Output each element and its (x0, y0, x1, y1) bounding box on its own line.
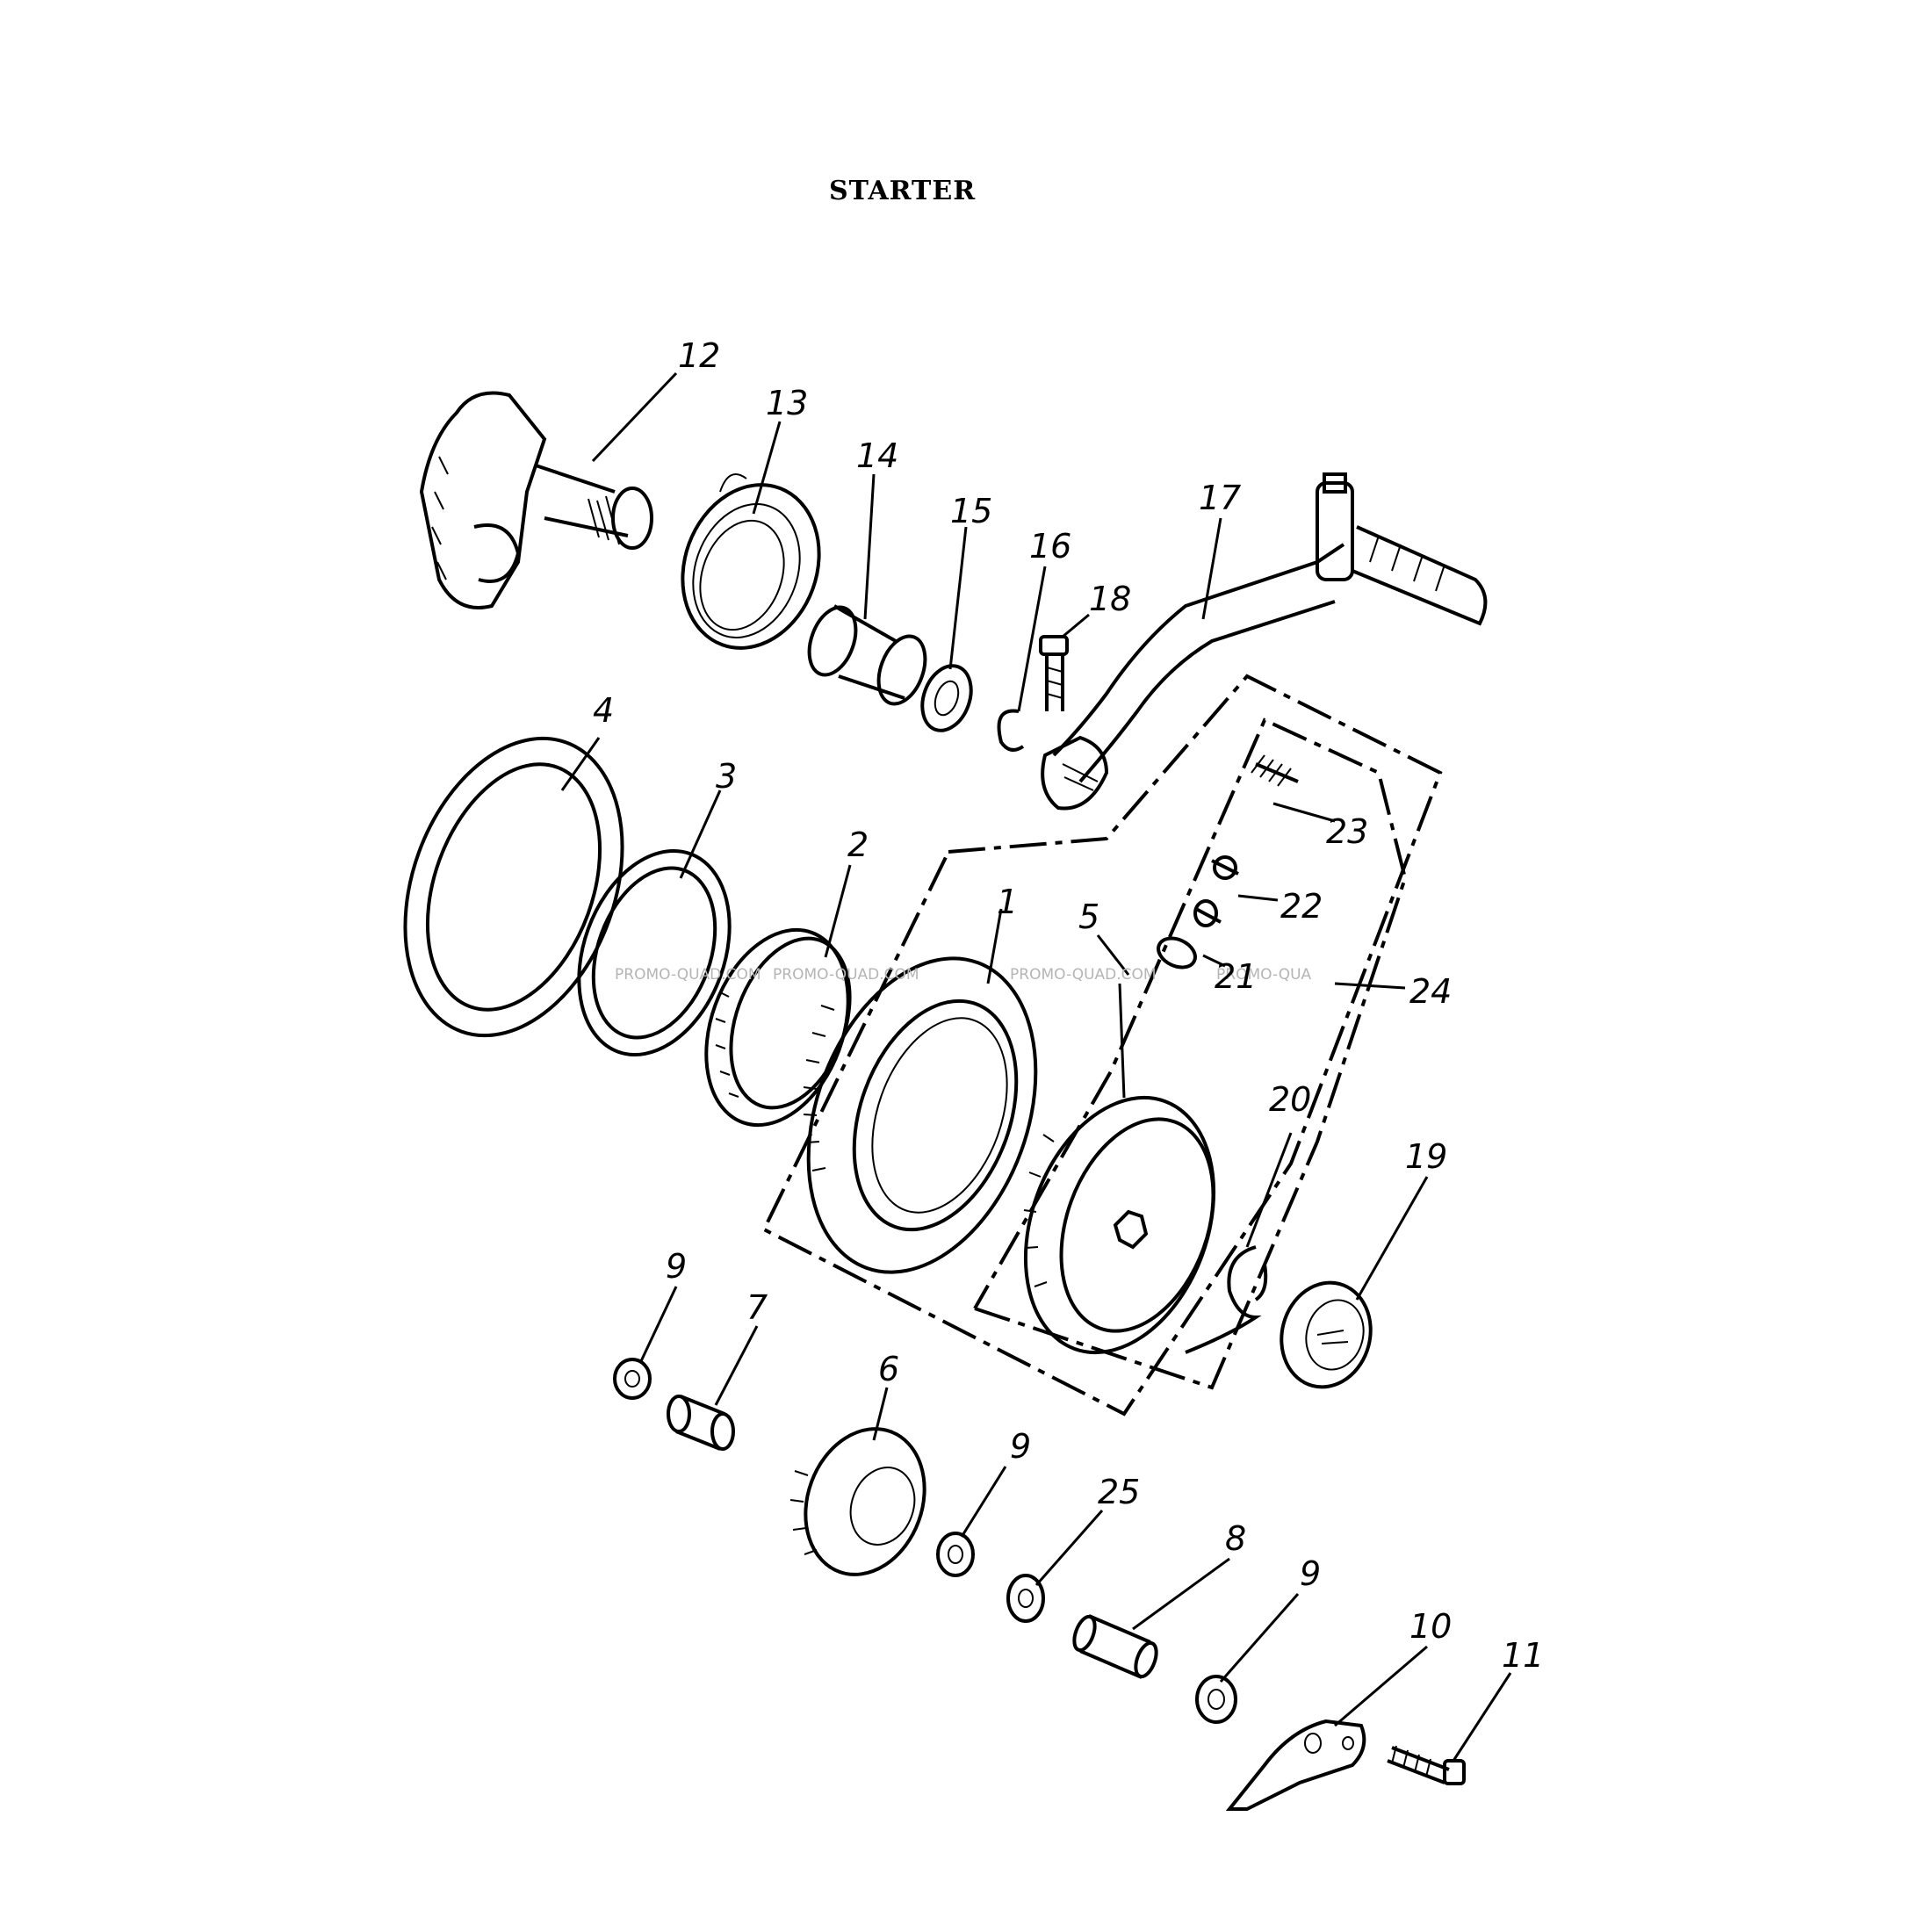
part-20-ratchet-gear (1023, 1095, 1216, 1355)
part-7-sleeve (667, 1395, 735, 1451)
callout-6: 6 (878, 1350, 899, 1388)
part-9-washer-b (936, 1532, 975, 1577)
watermark-text: PROMO-QUAD.COM (1010, 966, 1157, 984)
callout-9: 9 (1010, 1427, 1031, 1466)
part-4-ring (403, 736, 624, 1038)
part-14-bushing (807, 604, 927, 706)
callout-1: 1 (997, 883, 1018, 921)
callout-4: 4 (593, 691, 614, 730)
part-20-spring-clip (1185, 1245, 1268, 1354)
callout-10: 10 (1409, 1607, 1452, 1646)
part-6-gear (789, 1427, 926, 1576)
part-19-cap (1280, 1280, 1373, 1389)
part-11-bolt (1387, 1745, 1466, 1785)
part-25-washer (1006, 1574, 1045, 1623)
part-13-spring (681, 473, 821, 650)
callout-5: 5 (1078, 898, 1099, 936)
callout-12: 12 (678, 336, 720, 375)
watermark: PROMO-QUAD.COM PROMO-QUAD.COM PROMO-QUAD… (615, 966, 1312, 984)
part-16-circlip (997, 709, 1025, 752)
callouts: 12 13 14 15 16 17 18 4 3 2 1 5 23 22 21 … (593, 336, 1544, 1675)
callout-17: 17 (1199, 479, 1241, 517)
callout-20: 20 (1269, 1080, 1311, 1119)
callout-16: 16 (1029, 527, 1071, 566)
callout-8: 8 (1225, 1519, 1246, 1558)
callout-23: 23 (1326, 812, 1368, 851)
callout-3: 3 (716, 757, 737, 796)
callout-25: 25 (1098, 1473, 1140, 1511)
part-18-bolt (1039, 635, 1069, 711)
callout-15: 15 (950, 492, 992, 530)
part-3-race (577, 848, 732, 1057)
watermark-text: PROMO-QUAD.COM (615, 966, 761, 984)
part-1-gear-ring (803, 956, 1038, 1274)
assembly-boundary (761, 674, 1443, 1417)
part-9-washer-c (1195, 1675, 1237, 1724)
leader-lines (560, 371, 1512, 1762)
callout-7: 7 (746, 1288, 768, 1327)
callout-18: 18 (1089, 580, 1131, 618)
callout-13: 13 (766, 384, 808, 422)
part-21-ball (1157, 936, 1197, 970)
part-12-kick-shaft (419, 391, 653, 609)
part-23-spring (1251, 754, 1299, 787)
callout-24: 24 (1409, 972, 1452, 1011)
part-9-washer-a (613, 1358, 652, 1400)
callout-9: 9 (1300, 1554, 1321, 1593)
callout-14: 14 (856, 436, 898, 475)
callout-2: 2 (847, 825, 869, 864)
part-2-needle-bearing (704, 927, 852, 1128)
part-10-pawl-lever (1225, 1719, 1366, 1811)
part-8-pin (1072, 1614, 1158, 1679)
callout-11: 11 (1502, 1636, 1544, 1675)
part-17-kick-lever (1041, 472, 1488, 811)
part-15-washer (920, 664, 973, 732)
part-22-pin (1193, 855, 1239, 927)
callout-22: 22 (1280, 887, 1323, 926)
callout-9: 9 (666, 1247, 687, 1286)
diagram-title: STARTER (829, 176, 977, 206)
watermark-text: PROMO-QUA (1216, 966, 1312, 984)
watermark-text: PROMO-QUAD.COM (773, 966, 919, 984)
callout-19: 19 (1405, 1137, 1447, 1176)
callout-21: 21 (1215, 957, 1257, 996)
